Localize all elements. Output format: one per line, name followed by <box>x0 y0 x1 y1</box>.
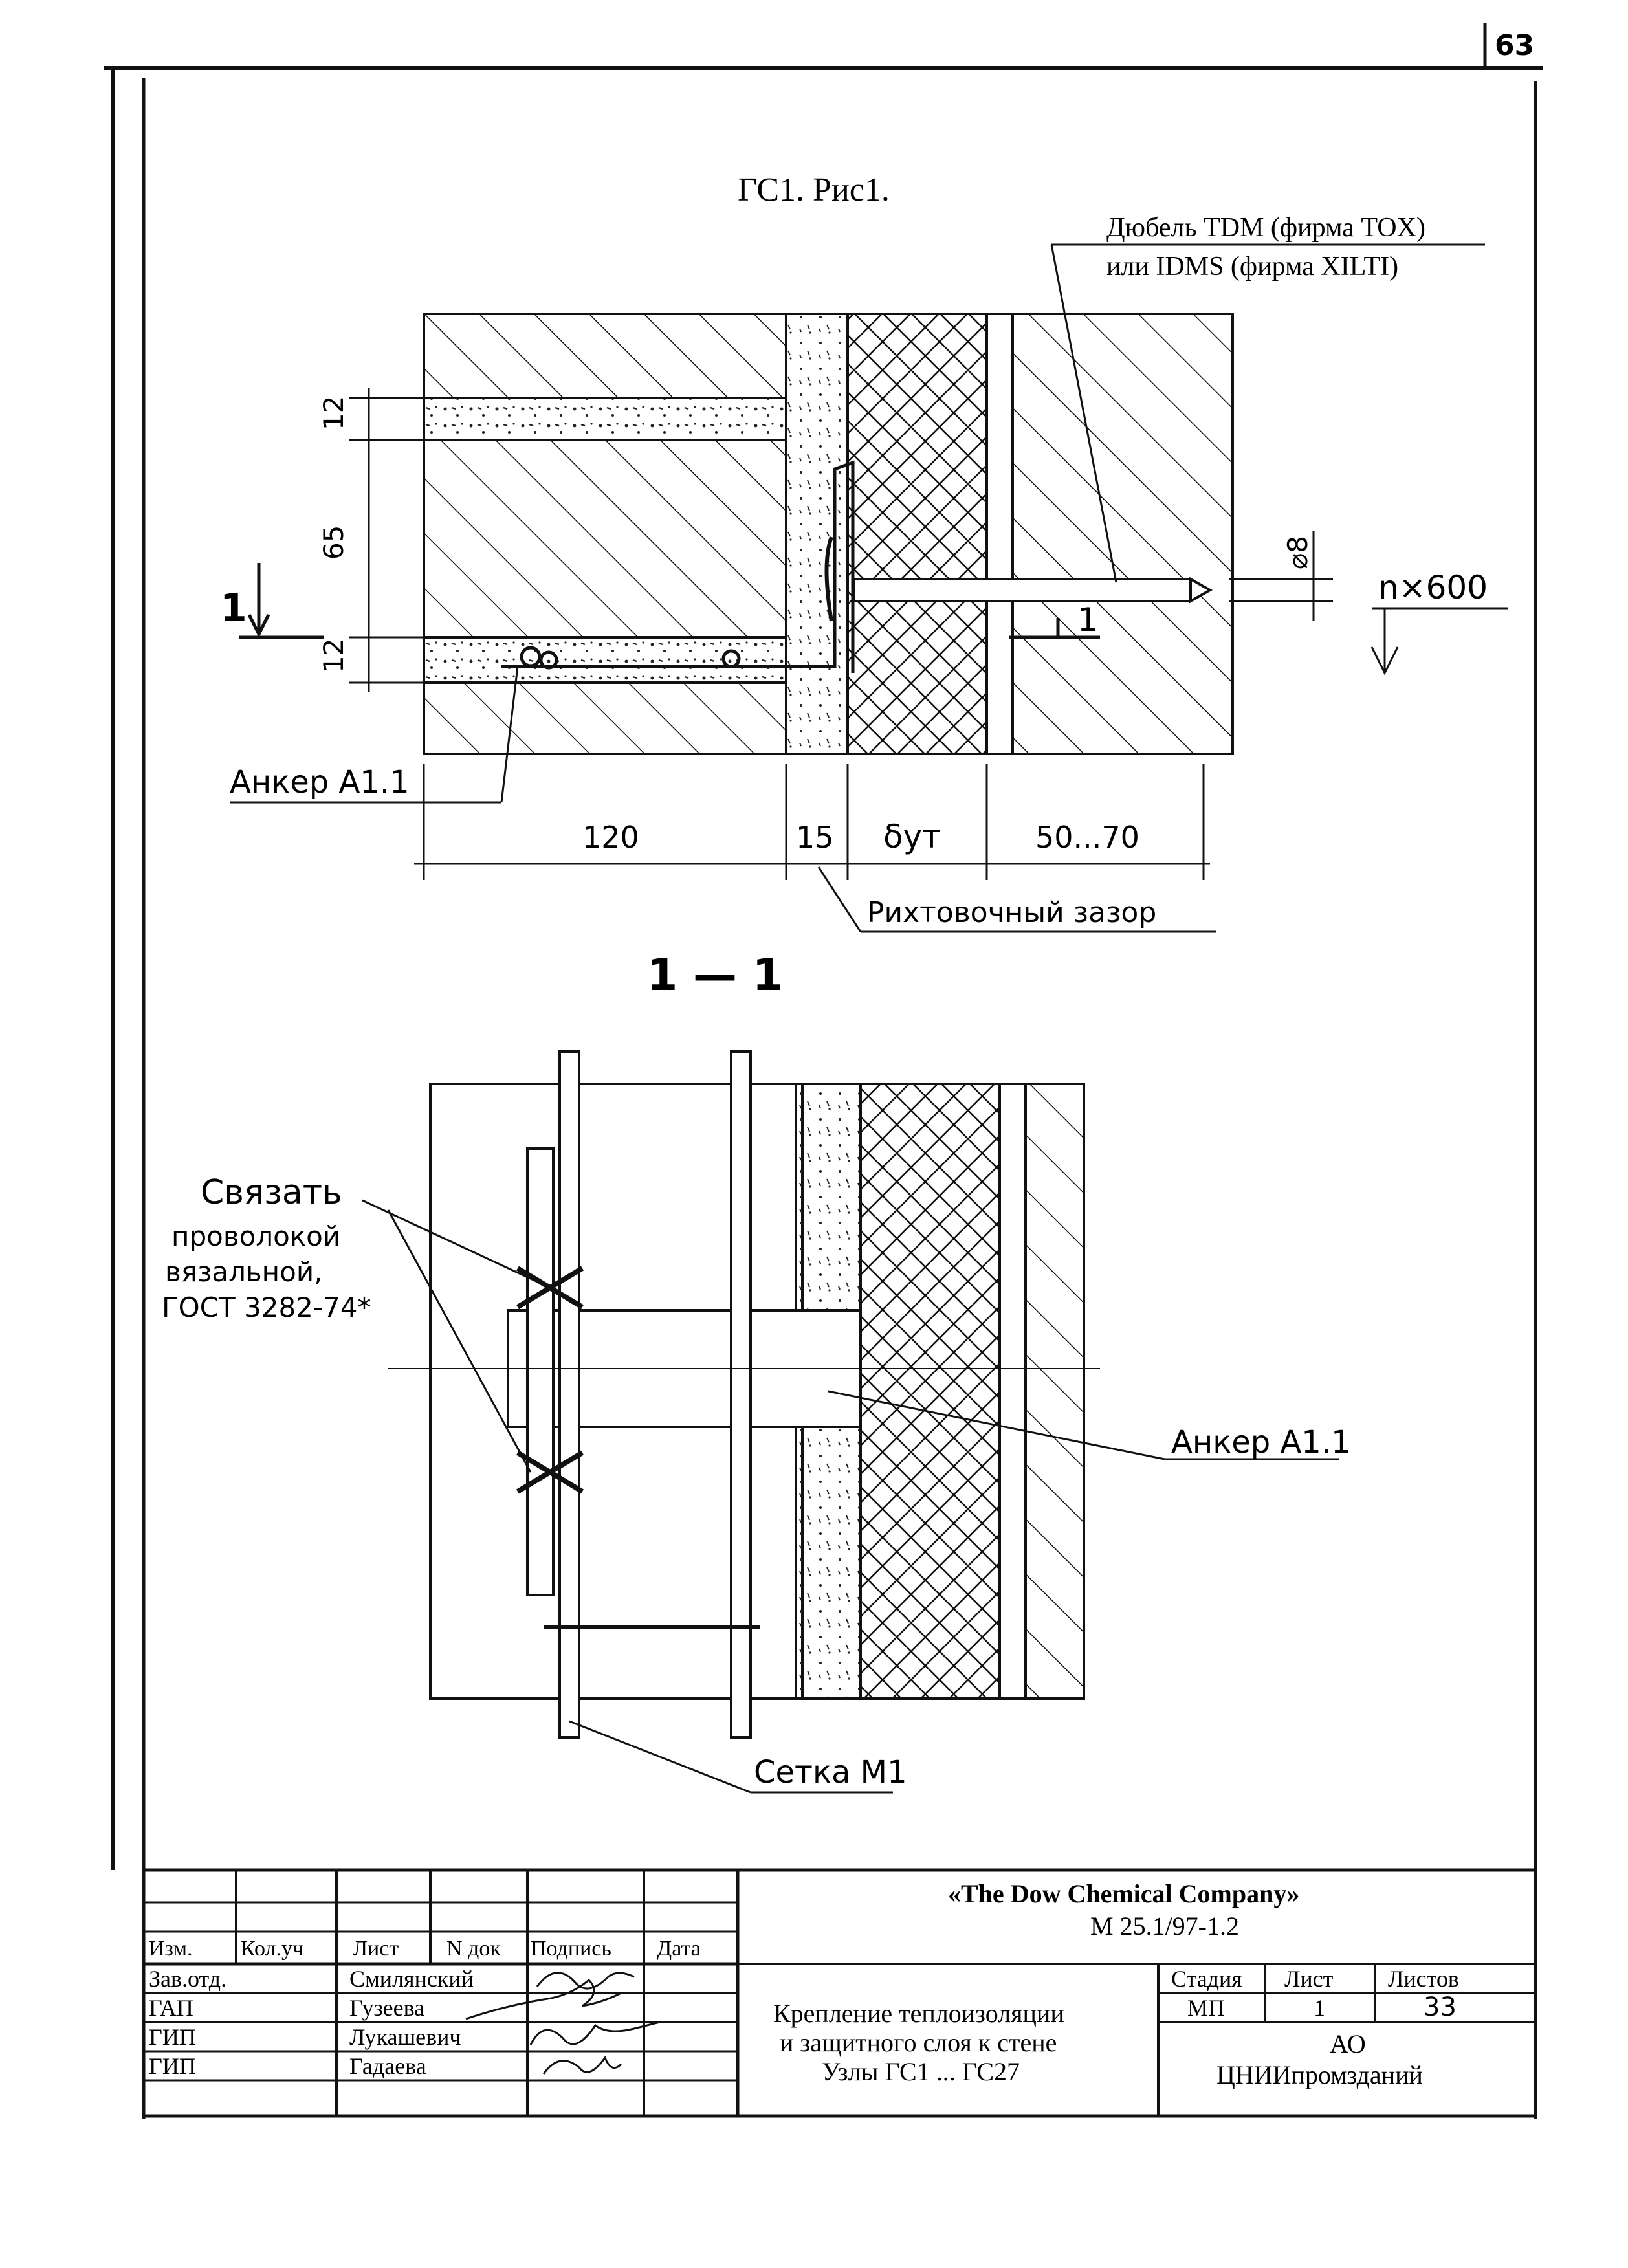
hdr-kol: Кол.уч <box>241 1937 303 1961</box>
section-leaders <box>362 1199 1339 1794</box>
section-title: 1 — 1 <box>647 950 783 1001</box>
anchor-bar <box>501 460 855 673</box>
right-dimension-marks <box>1229 531 1508 676</box>
sheet-frame <box>104 23 1543 2119</box>
hdr-ndoc: N док <box>446 1937 501 1961</box>
anchor-label-fig1: Анкер А1.1 <box>230 764 410 800</box>
dim-15: 15 <box>796 820 834 855</box>
diameter-label: ⌀8 <box>1282 536 1314 569</box>
dowel <box>824 536 1213 622</box>
tie-label-3: вязальной, <box>165 1256 323 1288</box>
bottom-dimension-chain <box>414 764 1216 933</box>
hdr-list: Лист <box>353 1937 399 1961</box>
dowel-label-line-2: или IDMS (фирма XILTI) <box>1106 252 1398 281</box>
role-2: ГАП <box>149 1995 193 2021</box>
protective-layer <box>985 313 1014 755</box>
company-name: «The Dow Chemical Company» <box>948 1879 1299 1908</box>
sheets-header: Листов <box>1388 1966 1459 1992</box>
hdr-izm: Изм. <box>149 1937 193 1961</box>
dim-65: 65 <box>318 525 349 560</box>
dim-12-top: 12 <box>318 396 349 430</box>
dim-120: 120 <box>582 820 639 855</box>
hdr-date: Дата <box>657 1937 701 1961</box>
doc-code: М 25.1/97-1.2 <box>1090 1911 1239 1941</box>
sheet-value: 1 <box>1314 1995 1325 2021</box>
tie-label-2: проволокой <box>171 1220 340 1252</box>
name-4: Гадаева <box>349 2053 426 2079</box>
drawing-title-1: Крепление теплоизоляции <box>773 1999 1064 2028</box>
dim-50-70: 50...70 <box>1035 820 1139 855</box>
sheets-value: 33 <box>1424 1992 1457 2022</box>
page-number: 63 <box>1495 29 1534 62</box>
name-1: Смилянский <box>349 1966 474 1992</box>
left-dimension-chain <box>349 388 427 692</box>
title-block-grid <box>144 1868 1535 2116</box>
mesh-label: Сетка М1 <box>754 1754 907 1790</box>
name-2: Гузеева <box>349 1995 424 2021</box>
outer-brick-layer <box>1011 313 1234 755</box>
section-1-1 <box>388 1050 1100 1739</box>
drawing-title-3: Узлы ГС1 ... ГС27 <box>822 2057 1020 2086</box>
role-1: Зав.отд. <box>149 1966 226 1992</box>
role-3: ГИП <box>149 2024 196 2050</box>
dim-12-bottom: 12 <box>318 639 349 673</box>
levelling-gap <box>785 313 849 755</box>
name-3: Лукашевич <box>349 2024 461 2050</box>
section-mark-fig1 <box>239 563 1100 639</box>
insulation-layer <box>846 313 988 755</box>
role-4: ГИП <box>149 2053 196 2079</box>
anchor-label-section: Анкер А1.1 <box>1171 1424 1351 1460</box>
gap-label: Рихтовочный зазор <box>867 896 1156 929</box>
signatures <box>465 1972 661 2075</box>
brick-wall <box>423 313 787 755</box>
stage-header: Стадия <box>1171 1966 1242 1992</box>
dim-insulation: δут <box>883 818 941 855</box>
dowel-leader <box>1050 243 1485 583</box>
tie-label-1: Связать <box>201 1173 342 1212</box>
hdr-sign: Подпись <box>531 1937 611 1961</box>
section-mark-left: 1 <box>220 586 247 631</box>
org-line-1: АО <box>1330 2029 1366 2058</box>
dowel-label-line-1: Дюбель TDM (фирма TOX) <box>1106 213 1425 243</box>
section-mark-right: 1 <box>1077 601 1098 639</box>
org-line-2: ЦНИИпромзданий <box>1216 2060 1423 2089</box>
anchor-leader <box>230 666 519 804</box>
spacing-label: n×600 <box>1378 569 1488 606</box>
drawing-title-2: и защитного слоя к стене <box>780 2028 1057 2057</box>
fig1-title: ГС1. Рис1. <box>738 171 890 208</box>
tie-label-4: ГОСТ 3282-74* <box>162 1292 371 1323</box>
sheet-header: Лист <box>1284 1966 1334 1992</box>
stage-value: МП <box>1187 1995 1225 2021</box>
